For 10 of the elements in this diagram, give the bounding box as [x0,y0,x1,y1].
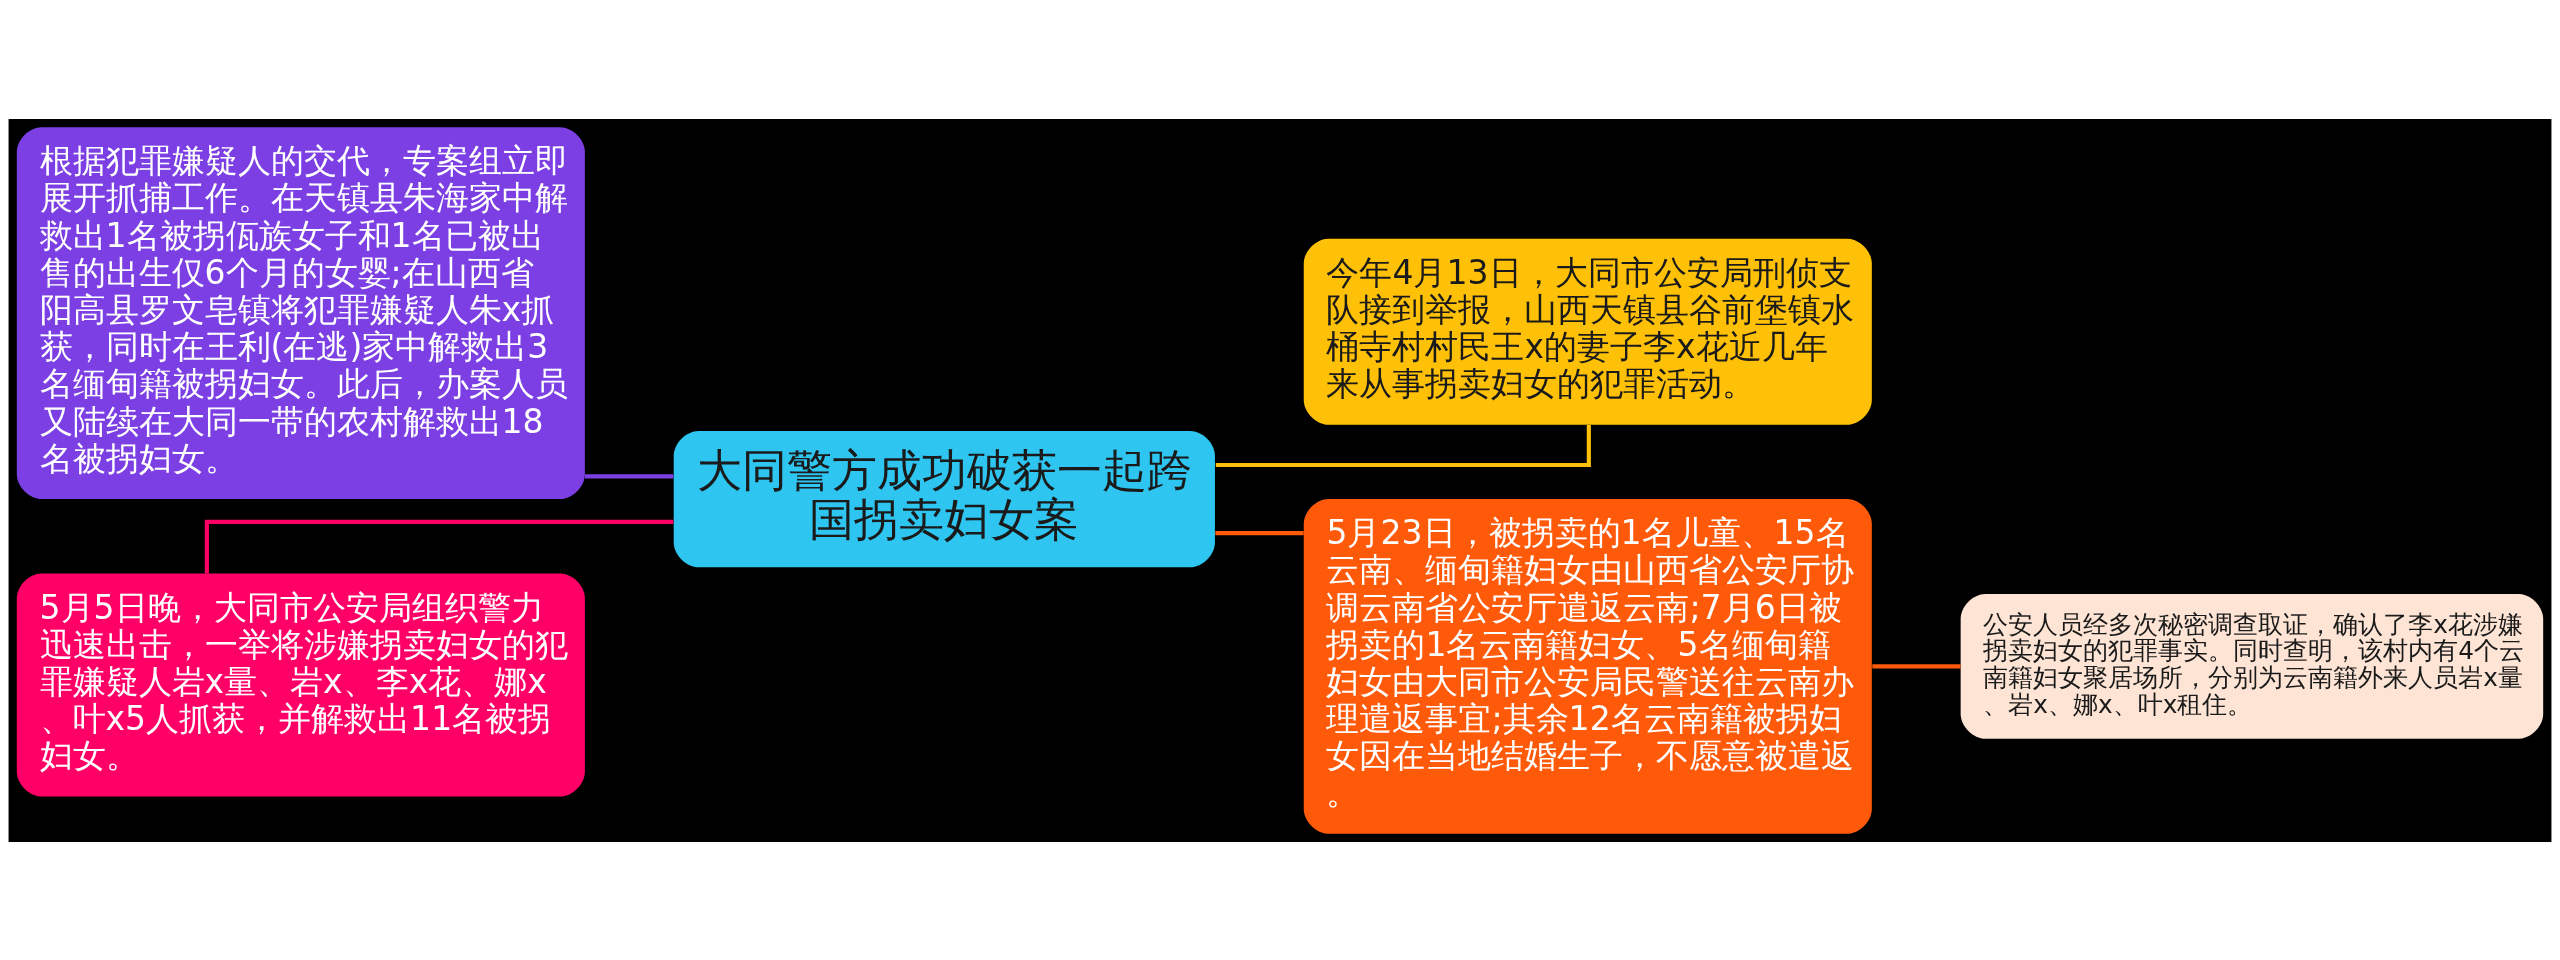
connector [585,473,674,478]
node-box: 公安人员经多次秘密调查取证，确认了李x花涉嫌拐卖妇女的犯罪事实。同时查明，该村内有4个云南籍妇女聚居场所，分别为云南籍外来人员岩x量、岩x、娜x、叶x租住。 [1960,593,2544,739]
connector [1215,530,1304,535]
node-box: 5月5日晚，大同市公安局组织警力迅速出击，一举将涉嫌拐卖妇女的犯罪嫌疑人岩x量、岩x、李x花、娜x、叶x5人抓获，并解救出11名被拐妇女。 [16,572,585,797]
connector [204,519,674,573]
node-box: 根据犯罪嫌疑人的交代，专案组立即展开抓捕工作。在天镇县朱海家中解救出1名被拐佤族女子和1名已被出售的出生仅6个月的女婴;在山西省阳高县罗文皂镇将犯罪嫌疑人朱x抓获，同时在王利(在逃)家中解救出3名缅甸籍被拐妇女。此后，办案人员又陆续在大同一带的农村解救出18名被拐妇女。 [16,126,585,499]
connector [1872,663,1961,668]
node-box: 今年4月13日，大同市公安局刑侦支队接到举报，山西天镇县谷前堡镇水桶寺村村民王x的妻子李x花近几年来从事拐卖妇女的犯罪活动。 [1303,238,1872,425]
node-box: 大同警方成功破获一起跨国拐卖妇女案 [673,430,1215,567]
node-box: 5月23日，被拐卖的1名儿童、15名云南、缅甸籍妇女由山西省公安厅协调云南省公安厅遣返云南;7月6日被拐卖的1名云南籍妇女、5名缅甸籍妇女由大同市公安局民警送往云南办理遣返事宜;其余12名云南籍被拐妇女因在当地结婚生子，不愿意被遣返。 [1303,498,1872,834]
